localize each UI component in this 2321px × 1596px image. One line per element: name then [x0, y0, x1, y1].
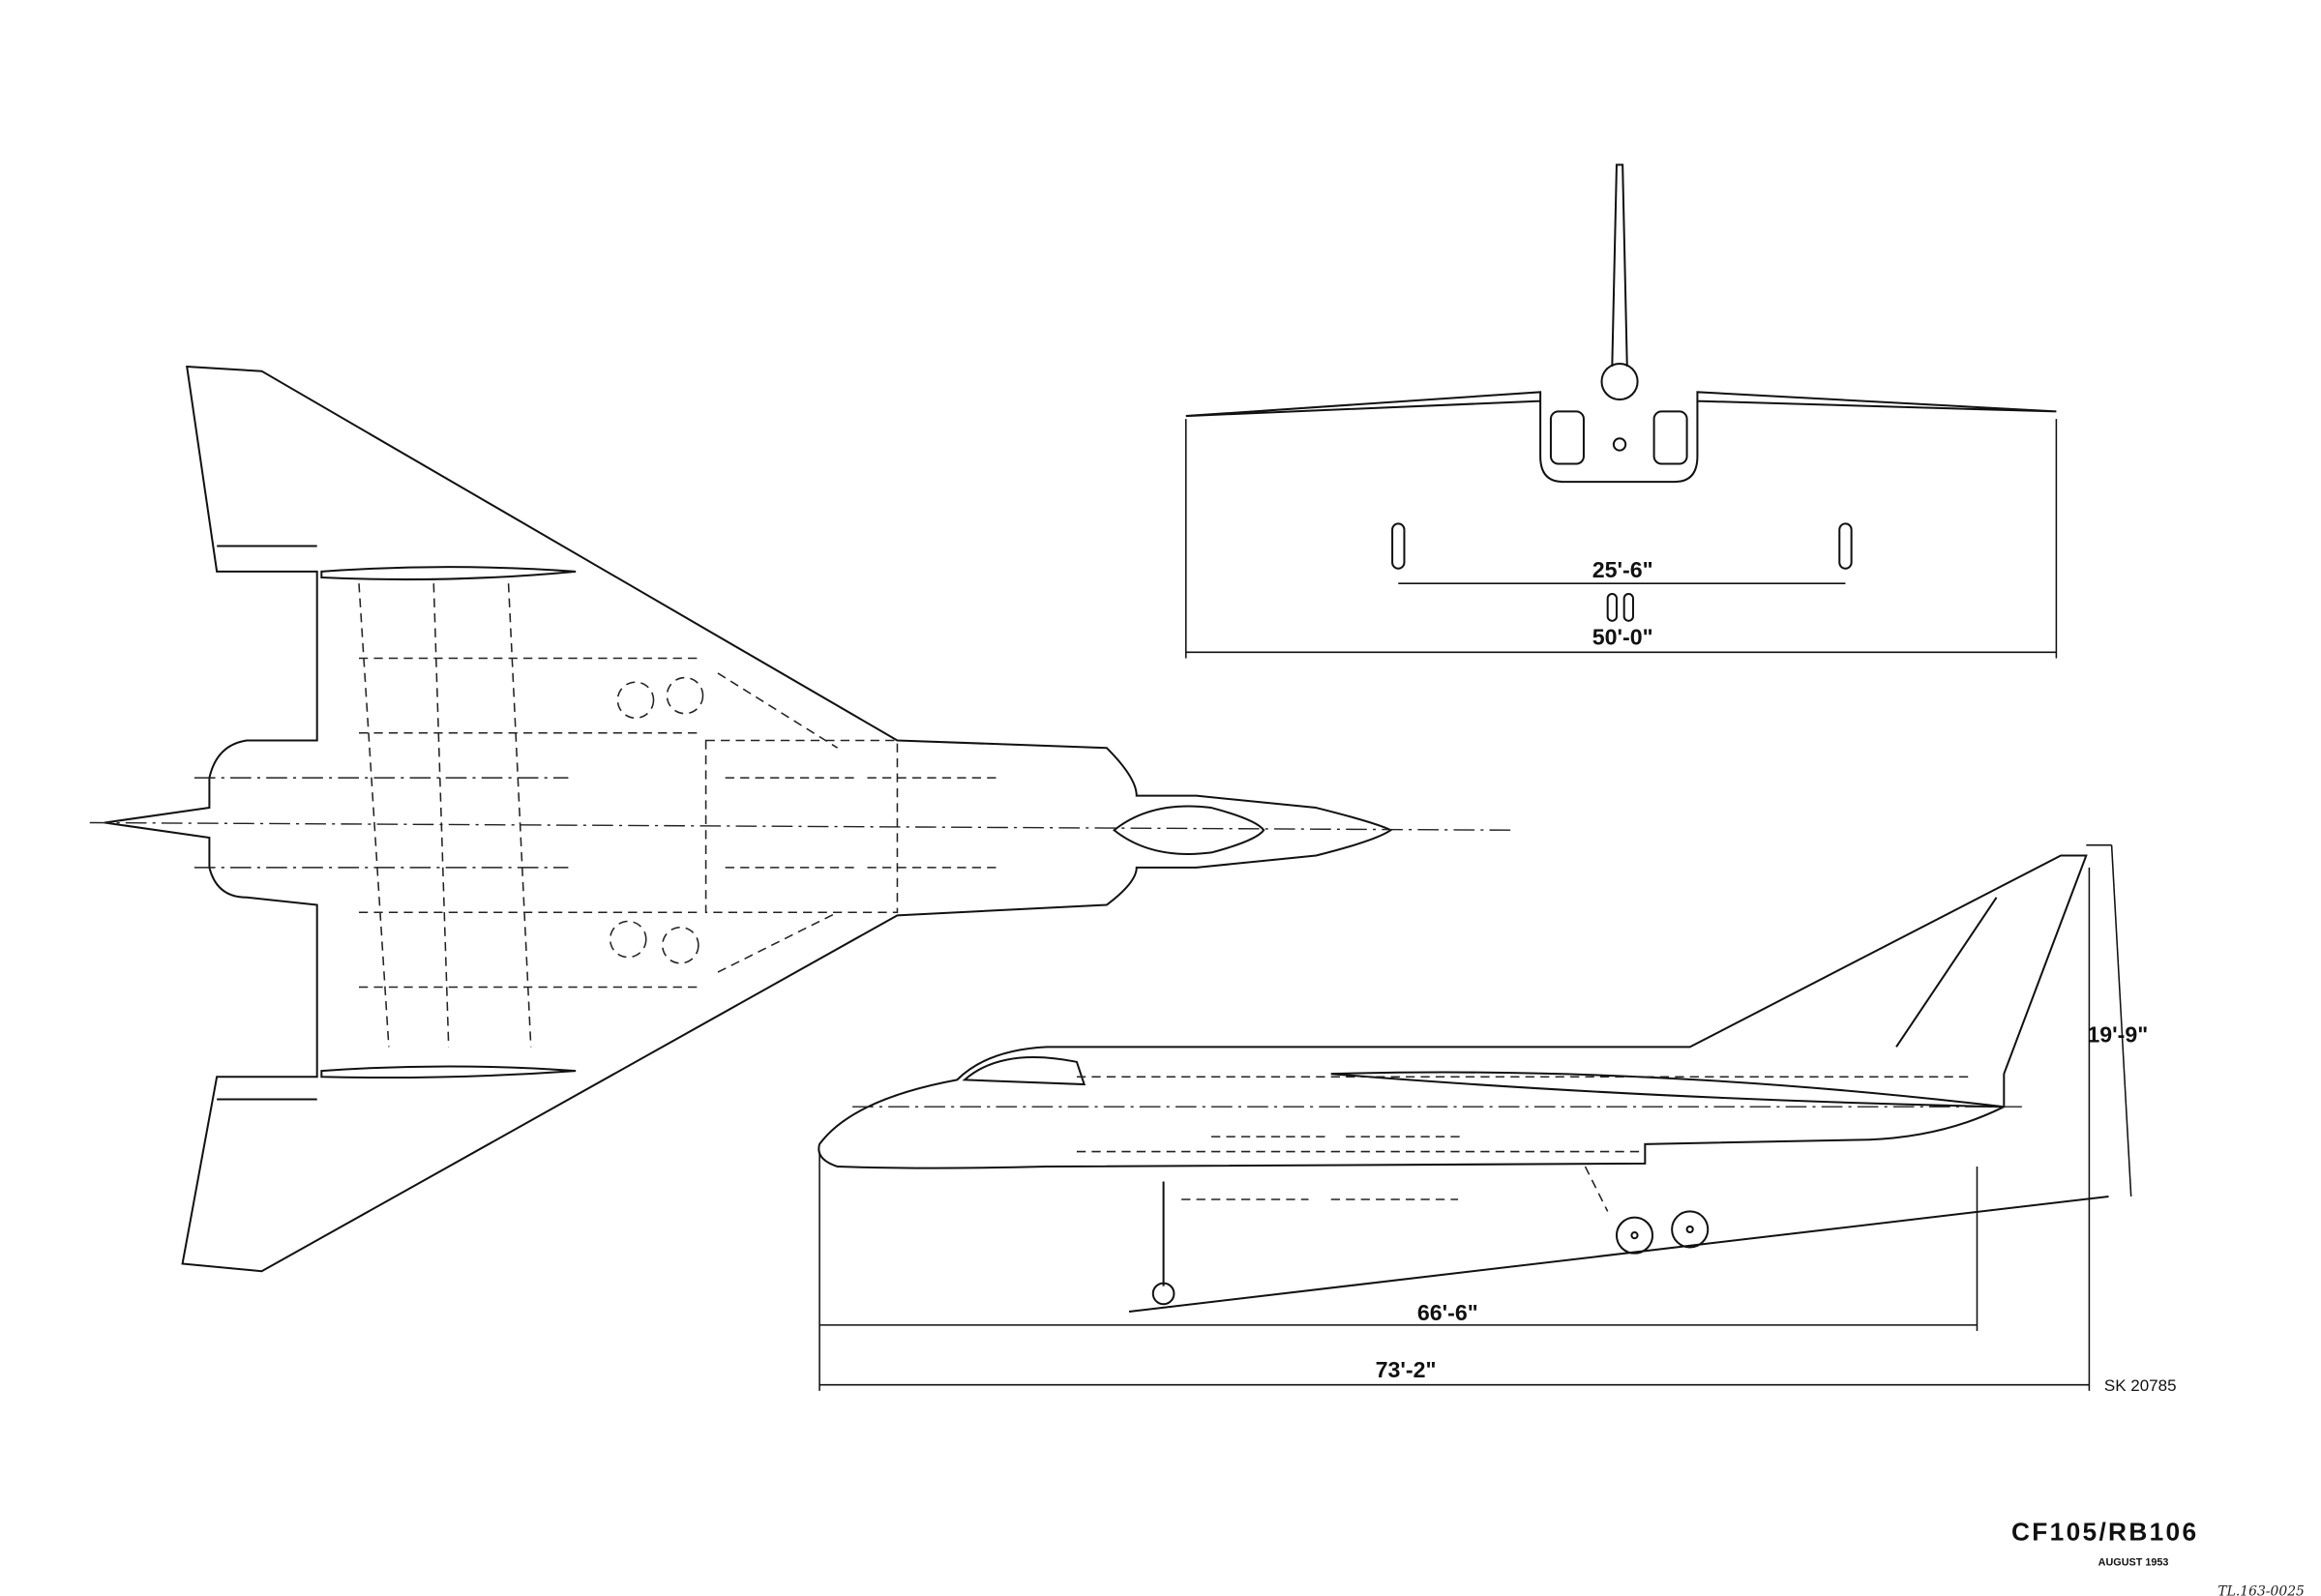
front-fin [1611, 163, 1628, 368]
side-view: 66'-6" 73'-2" 19'-9" [818, 843, 2148, 1391]
front-intake [1549, 410, 1585, 465]
length-dimension-label: 66'-6" [1417, 1300, 1478, 1325]
side-outline [818, 854, 2088, 1169]
front-nose-gear [1606, 593, 1618, 622]
side-rudder-line [1895, 897, 1998, 1048]
front-jetpipe [1600, 362, 1639, 401]
height-dimension-line [2110, 844, 2132, 1197]
main-wheel [1615, 1216, 1654, 1255]
front-main-gear [1391, 522, 1406, 570]
plan-centerline [89, 821, 1511, 831]
span-dimension-label: 50'-0" [1592, 625, 1653, 650]
plan-fairing [320, 1065, 577, 1079]
ground-line [1128, 1195, 2109, 1313]
front-view: 25'-6" 50'-0" [1185, 163, 2058, 659]
height-dimension-label: 19'-9" [2087, 1022, 2148, 1048]
drawing-date: AUGUST 1953 [2098, 1557, 2169, 1569]
plan-outline [104, 365, 1393, 1273]
archive-reference: TL.163-0025 [2217, 1584, 2305, 1596]
plan-gear-wheel [609, 920, 647, 959]
main-wheel-hub [1685, 1225, 1694, 1234]
plan-canopy [1112, 805, 1265, 855]
nose-wheel [1151, 1282, 1175, 1306]
front-nose [1612, 437, 1627, 452]
front-wing-fuselage [1185, 391, 2057, 484]
plan-missiles [725, 777, 1002, 869]
plan-view [89, 365, 1511, 1273]
plan-gear-wheel [666, 676, 704, 715]
front-main-gear [1838, 522, 1853, 570]
drawing-title: CF105/RB106 [2011, 1517, 2198, 1546]
sheet-number: SK 20785 [2104, 1376, 2177, 1395]
front-nose-gear [1622, 593, 1634, 622]
side-internal-structure [1076, 1076, 1975, 1212]
main-wheel-hub [1630, 1231, 1639, 1240]
plan-internal-structure [358, 583, 899, 1048]
front-intake [1652, 410, 1688, 465]
main-wheel [1671, 1210, 1710, 1249]
side-canopy [962, 1056, 1086, 1086]
plan-fairing [320, 566, 577, 581]
plan-gear-wheel [661, 926, 699, 964]
plan-gear-wheel [616, 681, 655, 720]
overall-length-dimension-label: 73'-2" [1376, 1357, 1437, 1382]
track-dimension-label: 25'-6" [1592, 557, 1653, 582]
